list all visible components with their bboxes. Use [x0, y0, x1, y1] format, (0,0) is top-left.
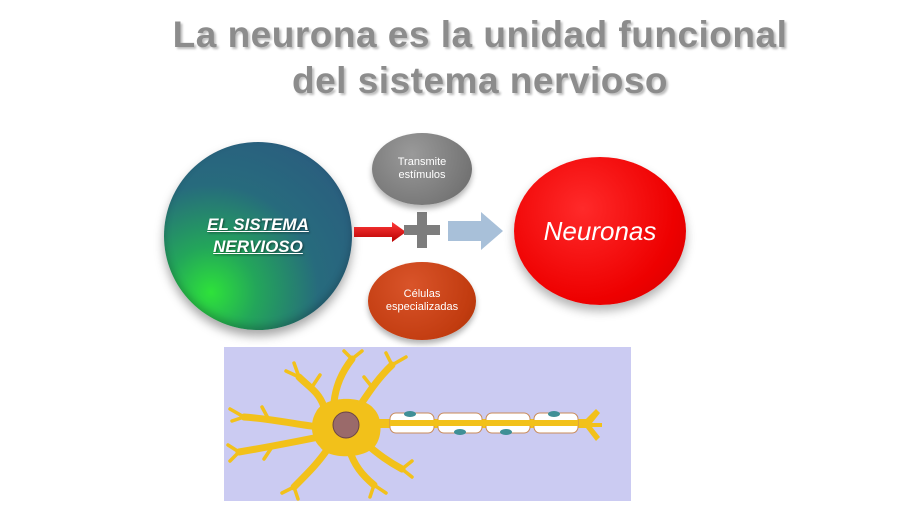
neuron-illustration-icon — [226, 349, 602, 501]
neuron-illustration-panel — [224, 347, 631, 501]
neuronas-node: Neuronas — [514, 157, 686, 305]
celulas-especializadas-node: Células especializadas — [368, 262, 476, 340]
transmite-estimulos-label: Transmite estímulos — [397, 156, 447, 181]
transmite-estimulos-node: Transmite estímulos — [372, 133, 472, 205]
blue-arrow-icon — [448, 212, 503, 250]
neuronas-label: Neuronas — [543, 215, 657, 246]
plus-icon — [404, 212, 440, 248]
slide-title: La neurona es la unidad funcional del si… — [60, 12, 900, 104]
celulas-especializadas-label: Células especializadas — [385, 288, 459, 313]
red-arrow-icon — [354, 222, 406, 242]
slide-title-line-2: del sistema nervioso — [291, 60, 669, 101]
sistema-nervioso-label: EL SISTEMA NERVIOSO — [207, 215, 309, 256]
sistema-nervioso-node: EL SISTEMA NERVIOSO — [164, 142, 352, 330]
slide-title-line-1: La neurona es la unidad funcional — [172, 14, 788, 55]
